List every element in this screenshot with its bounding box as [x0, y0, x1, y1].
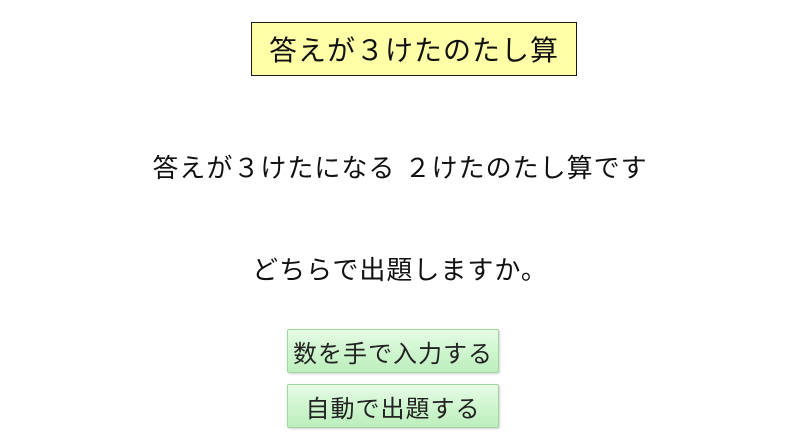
- manual-input-button[interactable]: 数を手で入力する: [287, 329, 499, 373]
- page-title: 答えが３けたのたし算: [251, 22, 577, 76]
- question-text: どちらで出題しますか。: [252, 256, 548, 286]
- manual-input-button-label: 数を手で入力する: [293, 339, 493, 368]
- auto-generate-button[interactable]: 自動で出題する: [287, 384, 499, 428]
- page-title-text: 答えが３けたのたし算: [268, 34, 559, 67]
- description-text: 答えが３けたになる ２けたのたし算です: [152, 154, 648, 184]
- auto-generate-button-label: 自動で出題する: [305, 394, 481, 423]
